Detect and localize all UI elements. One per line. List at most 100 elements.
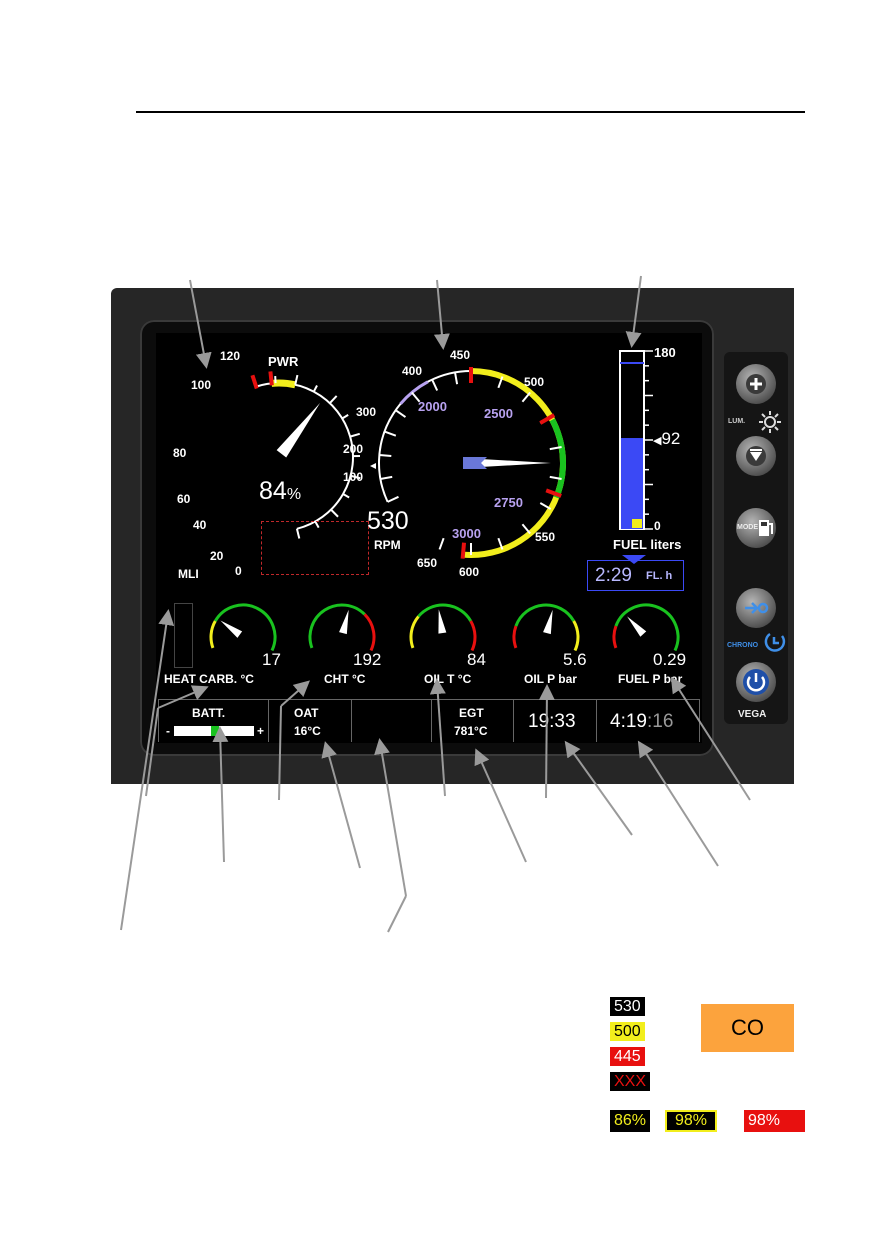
small-gauge-band: [612, 625, 618, 649]
rpm-tick: [387, 495, 399, 503]
power-button[interactable]: [736, 662, 776, 702]
rpm-violet-band: [399, 380, 429, 405]
legend-normal-value: 530: [610, 997, 645, 1016]
pwr-tick-20: 20: [210, 549, 224, 563]
battery-plus: +: [257, 724, 265, 738]
pwr-tick: [342, 493, 350, 499]
arrow-right-icon: [745, 602, 769, 614]
rpm-red-mark: [545, 488, 562, 498]
legend-co-alert: CO: [701, 1004, 794, 1052]
fuel-pressure-label: FUEL P bar: [618, 672, 683, 686]
rpm-tick-300: 300: [356, 405, 377, 419]
egt-label: EGT: [459, 706, 484, 720]
rpm-mark-2500: 2500: [484, 406, 513, 421]
rpm-tick: [454, 372, 459, 385]
rpm-tick: [438, 537, 445, 550]
small-gauge-band: [363, 613, 376, 652]
pwr-tick-80: 80: [173, 446, 187, 460]
rpm-mark-3000: 3000: [452, 526, 481, 541]
pwr-tick: [295, 528, 301, 539]
rpm-tick: [497, 537, 504, 550]
oil-pressure-value: 5.6: [563, 650, 587, 669]
pwr-caution-band: [271, 379, 296, 389]
display-screen: PWR MLI 120 100 80 60 40 20 0 84% 100 20…: [156, 333, 702, 743]
pwr-arc: [255, 382, 354, 530]
power-icon: [743, 669, 769, 695]
fuel-endurance-value: 2:29: [595, 565, 632, 586]
header-rule: [136, 111, 805, 113]
pwr-tick: [350, 474, 361, 480]
rpm-mark-2750: 2750: [494, 495, 523, 510]
fuel-level-fill: [621, 438, 643, 529]
rpm-readout: 530: [367, 507, 409, 535]
fuel-tick-max: 180: [654, 345, 676, 360]
rpm-tick-600: 600: [459, 565, 480, 579]
minus-icon: [746, 446, 766, 466]
small-gauge-band: [308, 603, 366, 649]
rpm-tick: [380, 475, 393, 480]
fuel-gauge: [619, 350, 653, 530]
chrono-start-button[interactable]: [736, 588, 776, 628]
legend-percent-warning: 98%: [744, 1110, 805, 1132]
fuel-pressure-value: 0.29: [653, 650, 687, 669]
rpm-tick-450: 450: [450, 348, 471, 362]
fuel-endurance-unit: FL. h: [646, 570, 673, 582]
rpm-low-pointer: [370, 463, 376, 469]
small-gauge-band: [572, 620, 580, 652]
brightness-up-button[interactable]: [736, 364, 776, 404]
mode-button[interactable]: MODE: [736, 508, 776, 548]
legend-percent-normal: 86%: [610, 1110, 651, 1132]
rpm-green-band: [549, 418, 566, 499]
rpm-tick: [384, 430, 397, 437]
pwr-tick: [330, 508, 339, 518]
gauges-layer: [209, 350, 680, 652]
rpm-red-mark: [460, 542, 467, 559]
mli-label: MLI: [178, 567, 199, 581]
rpm-tick-100: 100: [343, 470, 364, 484]
rpm-tick: [395, 409, 407, 418]
small-gauge-band: [213, 603, 277, 652]
small-gauge-needle: [543, 609, 553, 635]
alarm-placeholder-box: [261, 521, 369, 575]
small-gauge-band: [417, 603, 473, 622]
lum-label: LUM.: [728, 418, 746, 425]
pwr-tick: [294, 374, 299, 386]
legend-warning-value: 445: [610, 1047, 645, 1066]
pwr-readout: 84%: [259, 477, 302, 505]
power-gauge: [250, 371, 361, 539]
pwr-red-mark: [250, 374, 259, 390]
pwr-tick-60: 60: [177, 492, 191, 506]
oat-label: OAT: [294, 706, 319, 720]
oat-value: 16°C: [294, 724, 321, 738]
side-button-panel: LUM. MODE CHRONO VEGA: [724, 352, 788, 724]
pwr-tick: [349, 432, 361, 438]
pwr-tick-40: 40: [193, 518, 207, 532]
small-gauge-needle: [627, 616, 647, 637]
rpm-gauge: [370, 367, 566, 559]
chrono-label: CHRONO: [727, 642, 759, 649]
brightness-down-button[interactable]: [736, 436, 776, 476]
clock-time: 19:33: [528, 711, 576, 732]
rpm-tick-550: 550: [535, 530, 556, 544]
small-gauge-needle: [220, 620, 243, 638]
legend-invalid-value: XXX: [610, 1072, 651, 1091]
rpm-arc-low: [378, 370, 472, 503]
heat-carb-label: HEAT CARB. °C: [164, 672, 254, 686]
pwr-tick: [312, 385, 318, 393]
chrono-clock-icon: [764, 632, 786, 652]
legend-caution-value: 500: [610, 1022, 645, 1041]
oil-temp-value: 84: [467, 650, 486, 669]
bottom-status-bar: BATT. - + OAT 16°C EGT 781°C 19:33 4:19:…: [158, 699, 700, 742]
battery-level-indicator: [211, 726, 219, 736]
battery-label: BATT.: [192, 706, 226, 720]
pwr-tick-100: 100: [191, 378, 212, 392]
oil-pressure-label: OIL P bar: [524, 672, 577, 686]
co-indicator-box: [174, 603, 193, 668]
rpm-tick: [549, 475, 562, 480]
rpm-tick-650: 650: [417, 556, 438, 570]
cht-label: CHT °C: [324, 672, 366, 686]
small-gauge-needle: [339, 609, 349, 635]
rpm-unit: RPM: [374, 538, 401, 552]
rpm-tick-400: 400: [402, 364, 423, 378]
small-gauge-band: [409, 615, 420, 649]
